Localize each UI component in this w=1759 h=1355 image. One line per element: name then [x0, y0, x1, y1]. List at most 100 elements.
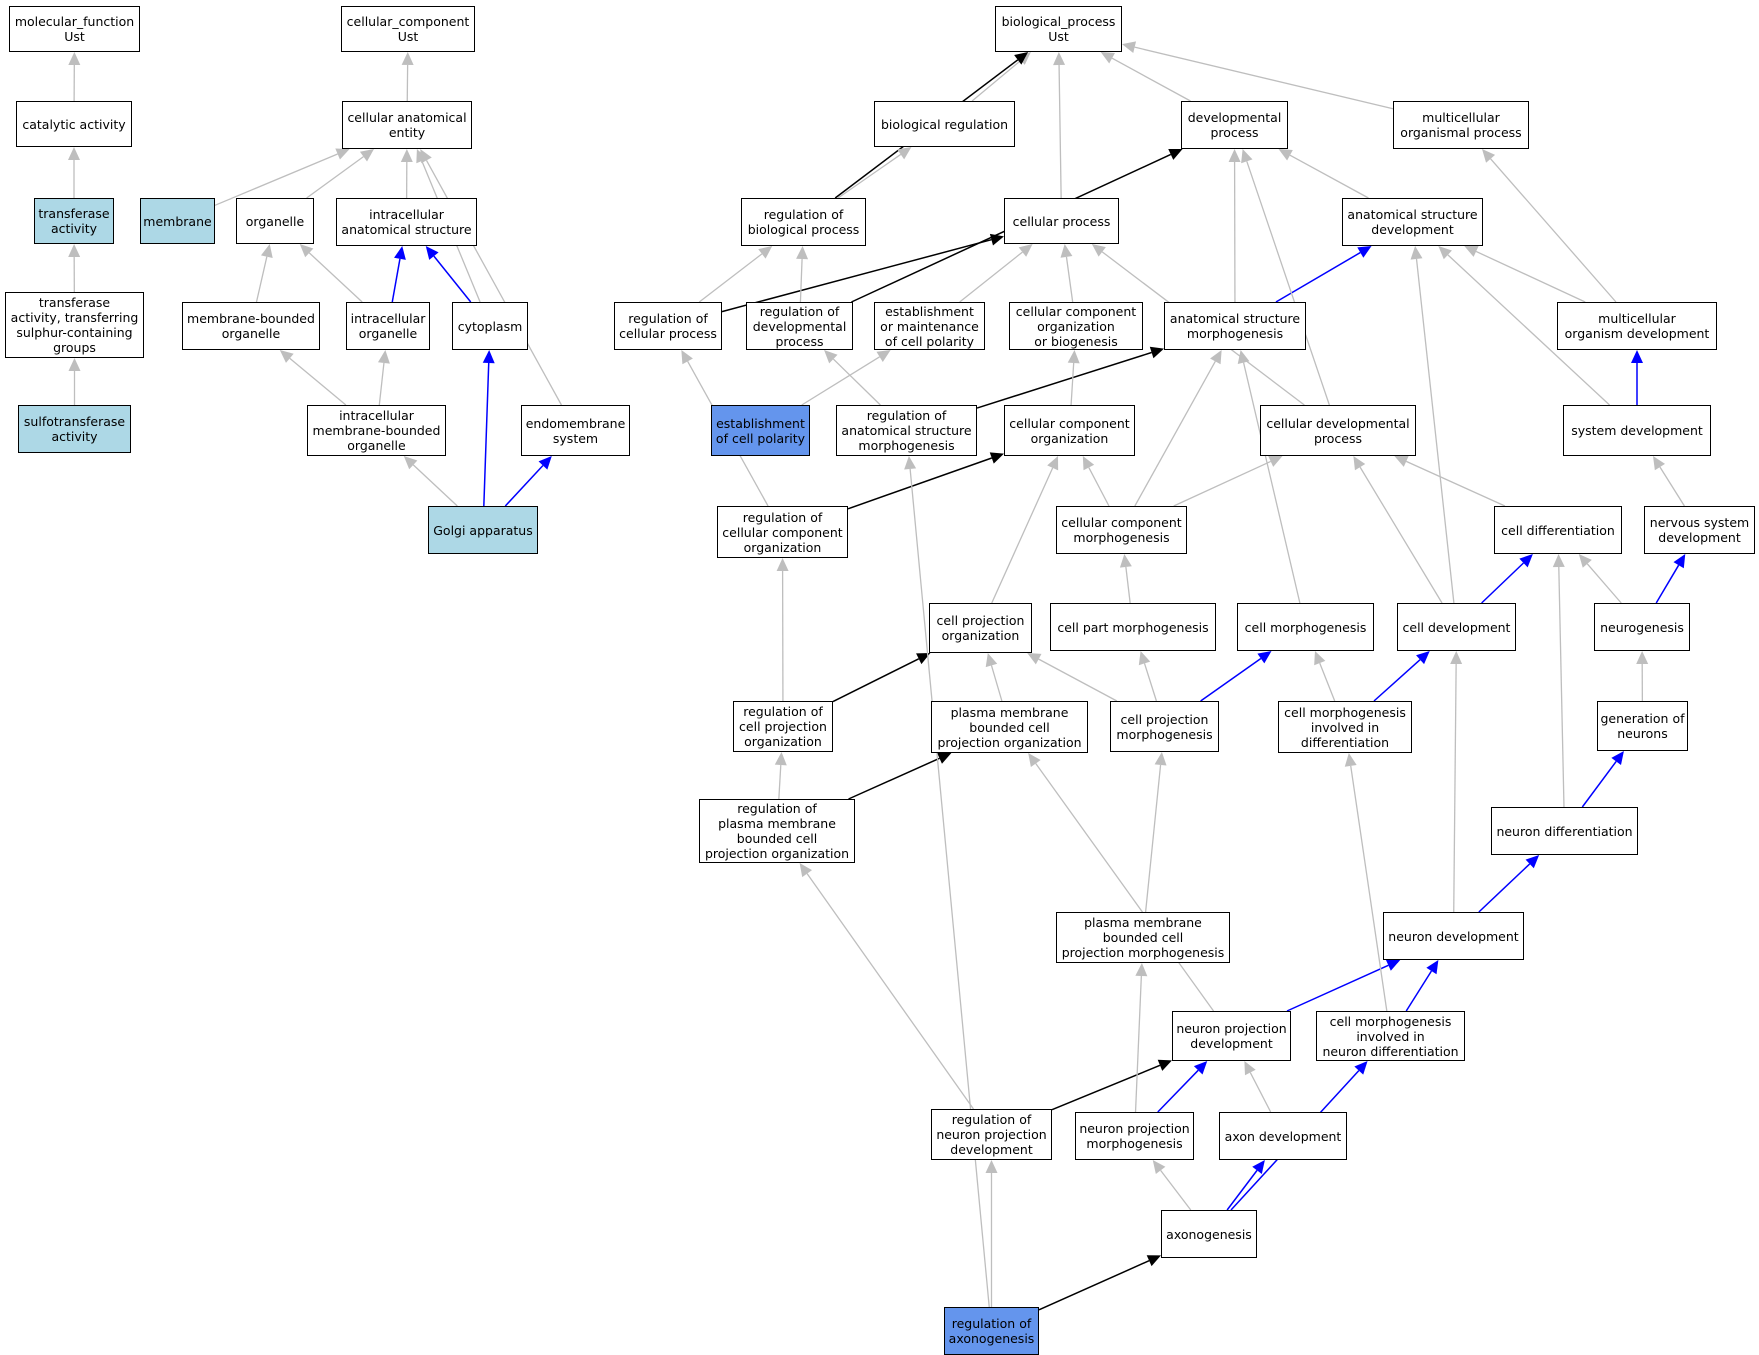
edge-arrowhead-47 [1082, 456, 1095, 471]
node-regulation-of-anatomical-structure-morphogenesis[interactable]: regulation of anatomical structure morph… [836, 405, 977, 456]
node-golgi-apparatus[interactable]: Golgi apparatus [428, 506, 538, 554]
node-anatomical-structure-morphogenesis[interactable]: anatomical structure morphogenesis [1164, 302, 1306, 350]
edge-part_of-57 [1655, 564, 1680, 604]
node-regulation-of-neuron-projection-development[interactable]: regulation of neuron projection developm… [931, 1109, 1052, 1160]
edge-arrowhead-61 [985, 653, 998, 668]
edge-is_a-50 [1659, 466, 1685, 507]
node-molecular-function[interactable]: molecular_function Ust [9, 6, 140, 52]
node-cell-morphogenesis-involved-in-differentiation[interactable]: cell morphogenesis involved in different… [1278, 701, 1412, 753]
edge-arrowhead-51 [1047, 456, 1059, 471]
node-cell-projection-morphogenesis[interactable]: cell projection morphogenesis [1110, 701, 1219, 752]
node-endomembrane-system[interactable]: endomembrane system [521, 405, 630, 456]
node-multicellular-organismal-process[interactable]: multicellular organismal process [1393, 101, 1529, 149]
node-organelle[interactable]: organelle [236, 198, 314, 244]
node-intracellular-anatomical-structure[interactable]: intracellular anatomical structure [336, 198, 477, 246]
edge-is_a-19 [971, 59, 1022, 102]
node-generation-of-neurons[interactable]: generation of neurons [1597, 701, 1688, 751]
edge-arrowhead-26 [989, 233, 1004, 246]
node-plasma-membrane-bounded-cell-projection-morphogenesis[interactable]: plasma membrane bounded cell projection … [1056, 912, 1230, 963]
node-membrane-bounded-organelle[interactable]: membrane-bounded organelle [182, 302, 320, 350]
node-cell-morphogenesis-involved-in-neuron-differentiation[interactable]: cell morphogenesis involved in neuron di… [1316, 1011, 1465, 1061]
node-membrane[interactable]: membrane [140, 198, 215, 244]
node-catalytic-activity[interactable]: catalytic activity [16, 101, 132, 147]
edge-part_of-13 [433, 255, 472, 303]
node-regulation-of-axonogenesis[interactable]: regulation of axonogenesis [944, 1307, 1039, 1355]
edge-arrowhead-41 [1241, 149, 1253, 164]
node-transferase-activity[interactable]: transferase activity [34, 198, 114, 244]
node-developmental-process[interactable]: developmental process [1181, 101, 1288, 149]
edge-arrowhead-64 [1257, 651, 1272, 664]
node-neurogenesis[interactable]: neurogenesis [1594, 603, 1690, 651]
edge-is_a-89 [909, 468, 990, 1308]
node-cellular-developmental-process[interactable]: cellular developmental process [1260, 405, 1416, 456]
node-cellular-process[interactable]: cellular process [1004, 198, 1119, 244]
edge-arrowhead-87 [1146, 1255, 1161, 1267]
node-intracellular-organelle[interactable]: intracellular organelle [346, 302, 430, 350]
node-cell-projection-organization[interactable]: cell projection organization [929, 603, 1032, 653]
node-cell-differentiation[interactable]: cell differentiation [1494, 506, 1622, 554]
edge-is_a-53 [1242, 362, 1301, 604]
node-plasma-membrane-bounded-cell-projection-organization[interactable]: plasma membrane bounded cell projection … [931, 701, 1088, 753]
edge-is_a-35 [1475, 250, 1586, 303]
edge-arrowhead-81 [1193, 1061, 1208, 1075]
node-neuron-development[interactable]: neuron development [1383, 912, 1524, 960]
edge-regulates-38 [976, 351, 1152, 409]
node-axonogenesis[interactable]: axonogenesis [1161, 1210, 1257, 1258]
edge-arrowhead-13 [425, 246, 439, 260]
node-regulation-of-biological-process[interactable]: regulation of biological process [741, 198, 866, 246]
edge-regulates-26 [721, 238, 992, 313]
edge-part_of-73 [1478, 863, 1531, 913]
node-cell-morphogenesis[interactable]: cell morphogenesis [1237, 603, 1374, 651]
node-transferase-activity-sulphur[interactable]: transferase activity, transferring sulph… [5, 292, 144, 358]
edge-arrowhead-62 [1027, 653, 1042, 665]
node-nervous-system-development[interactable]: nervous system development [1644, 506, 1755, 554]
edge-arrowhead-35 [1464, 246, 1479, 257]
edge-arrowhead-69 [937, 752, 952, 764]
node-sulfotransferase-activity[interactable]: sulfotransferase activity [18, 405, 131, 453]
edge-arrowhead-4 [401, 52, 414, 66]
node-cellular-component-organization-or-biogenesis[interactable]: cellular component organization or bioge… [1009, 302, 1143, 350]
node-cellular-component-morphogenesis[interactable]: cellular component morphogenesis [1056, 506, 1187, 554]
node-intracellular-membrane-bounded-organelle[interactable]: intracellular membrane-bounded organelle [307, 405, 446, 456]
edge-is_a-80 [806, 873, 975, 1110]
edge-arrowhead-63 [1138, 651, 1151, 666]
edge-is_a-24 [837, 153, 902, 199]
edge-is_a-76 [1035, 763, 1215, 1012]
edge-part_of-75 [1286, 964, 1389, 1012]
edge-arrowhead-31 [1278, 149, 1293, 161]
edge-is_a-82 [1134, 975, 1143, 1113]
node-biological-process[interactable]: biological_process Ust [995, 6, 1122, 52]
edge-is_a-68 [778, 764, 782, 800]
node-cellular-anatomical-entity[interactable]: cellular anatomical entity [342, 101, 472, 149]
edge-arrowhead-58 [1578, 554, 1592, 568]
node-anatomical-structure-development[interactable]: anatomical structure development [1342, 198, 1483, 246]
node-establishment-of-cell-polarity[interactable]: establishment of cell polarity [711, 405, 810, 456]
node-regulation-of-developmental-process[interactable]: regulation of developmental process [746, 302, 853, 350]
edge-arrowhead-54 [1519, 554, 1533, 568]
node-axon-development[interactable]: axon development [1219, 1112, 1347, 1160]
edge-arrowhead-84 [1252, 1160, 1265, 1174]
edge-arrowhead-75 [1385, 959, 1401, 971]
node-cytoplasm[interactable]: cytoplasm [452, 302, 528, 350]
node-establishment-or-maintenance-of-cell-polarity[interactable]: establishment or maintenance of cell pol… [874, 302, 985, 350]
node-neuron-differentiation[interactable]: neuron differentiation [1491, 807, 1638, 855]
node-cell-part-morphogenesis[interactable]: cell part morphogenesis [1050, 603, 1216, 651]
node-regulation-of-cellular-process[interactable]: regulation of cellular process [614, 302, 722, 350]
node-multicellular-organism-development[interactable]: multicellular organism development [1557, 302, 1717, 350]
node-cellular-component[interactable]: cellular_component Ust [341, 6, 475, 52]
edge-is_a-43 [1447, 254, 1610, 406]
node-system-development[interactable]: system development [1563, 405, 1711, 456]
node-biological-regulation[interactable]: biological regulation [874, 101, 1015, 147]
node-neuron-projection-morphogenesis[interactable]: neuron projection morphogenesis [1075, 1112, 1194, 1160]
edge-is_a-14 [289, 357, 347, 406]
node-regulation-of-cell-projection-organization[interactable]: regulation of cell projection organizati… [733, 701, 833, 752]
edge-arrowhead-48 [1268, 455, 1283, 467]
node-cell-development[interactable]: cell development [1397, 603, 1516, 651]
edge-is_a-85 [1160, 1169, 1192, 1211]
node-regulation-of-cellular-component-organization[interactable]: regulation of cellular component organiz… [717, 506, 848, 558]
node-cellular-component-organization[interactable]: cellular component organization [1004, 405, 1135, 456]
edge-is_a-65 [1319, 662, 1336, 702]
edge-arrowhead-10 [260, 244, 273, 259]
node-neuron-projection-development[interactable]: neuron projection development [1172, 1011, 1291, 1061]
node-regulation-of-plasma-membrane-bounded-cell-projection-organization[interactable]: regulation of plasma membrane bounded ce… [699, 799, 855, 863]
